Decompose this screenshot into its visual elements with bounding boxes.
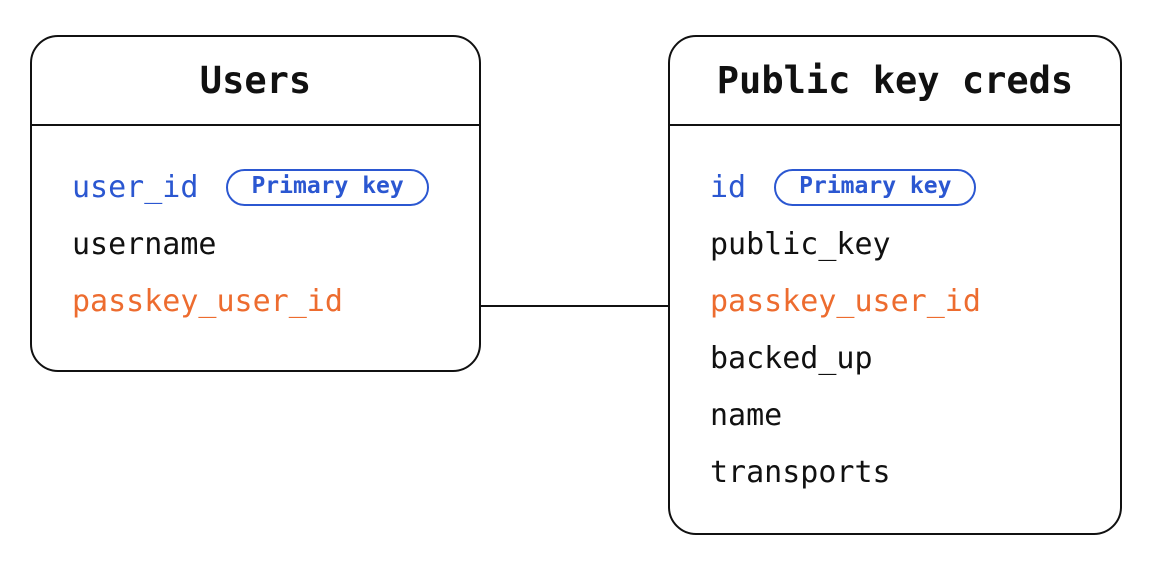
table-title: Public key creds [716, 59, 1074, 102]
field-name: user_id [72, 169, 199, 205]
primary-key-badge: Primary key [226, 169, 429, 206]
field-name: id [710, 169, 747, 205]
field-user-id: user_id Primary key [72, 159, 479, 216]
table-public-key-creds-header: Public key creds [670, 37, 1120, 126]
field-passkey-user-id: passkey_user_id [710, 273, 1120, 330]
field-name: passkey_user_id [72, 283, 343, 319]
table-public-key-creds-fields: id Primary key public_key passkey_user_i… [670, 126, 1120, 501]
field-public-key: public_key [710, 216, 1120, 273]
field-transports: transports [710, 444, 1120, 501]
table-users-header: Users [32, 37, 479, 126]
field-name: username [72, 226, 217, 262]
field-id: id Primary key [710, 159, 1120, 216]
field-name: public_key [710, 226, 891, 262]
field-name: name [710, 397, 783, 433]
table-public-key-creds: Public key creds id Primary key public_k… [668, 35, 1122, 535]
field-name: backed_up [710, 340, 873, 376]
table-users: Users user_id Primary key username passk… [30, 35, 481, 372]
field-passkey-user-id: passkey_user_id [72, 273, 479, 330]
relationship-line [481, 305, 668, 307]
field-name: passkey_user_id [710, 283, 981, 319]
field-backed-up: backed_up [710, 330, 1120, 387]
field-name-field: name [710, 387, 1120, 444]
table-users-fields: user_id Primary key username passkey_use… [32, 126, 479, 330]
table-title: Users [199, 59, 312, 102]
field-name: transports [710, 454, 891, 490]
primary-key-badge: Primary key [774, 169, 977, 206]
field-username: username [72, 216, 479, 273]
